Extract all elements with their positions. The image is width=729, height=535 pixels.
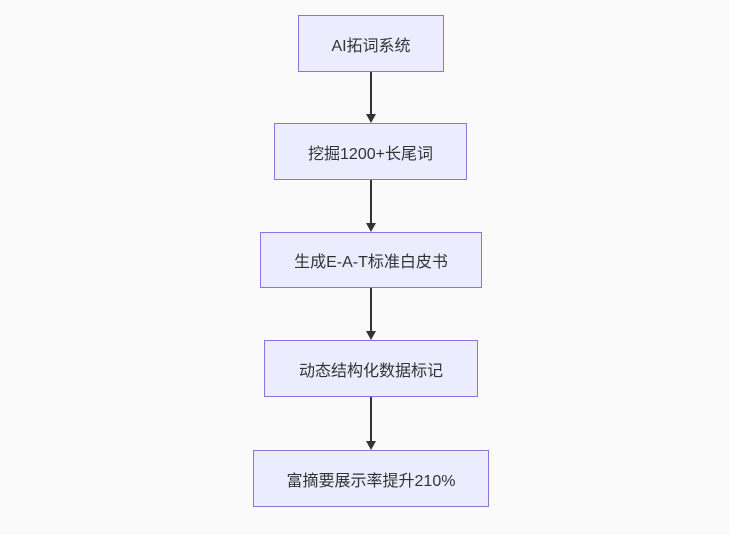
- flow-node-label: AI拓词系统: [331, 37, 411, 55]
- flow-node-label: 富摘要展示率提升210%: [286, 472, 456, 490]
- flow-edge: [365, 72, 377, 123]
- arrow-line: [370, 288, 372, 334]
- flow-edge: [365, 288, 377, 340]
- flow-node-dynamic-structured-data-markup: 动态结构化数据标记: [264, 340, 478, 397]
- flow-node-label: 生成E-A-T标准白皮书: [294, 254, 448, 271]
- arrowhead-down-icon: [366, 441, 376, 450]
- flow-node-label: 动态结构化数据标记: [298, 362, 443, 380]
- flow-edge: [365, 397, 377, 450]
- flow-node-mine-longtail-keywords: 挖掘1200+长尾词: [274, 123, 467, 180]
- arrowhead-down-icon: [366, 331, 376, 340]
- flow-node-generate-eat-whitepaper: 生成E-A-T标准白皮书: [260, 232, 482, 288]
- flow-node-label: 挖掘1200+长尾词: [308, 145, 433, 163]
- arrowhead-down-icon: [366, 223, 376, 232]
- arrow-line: [370, 397, 372, 444]
- arrow-line: [370, 72, 372, 117]
- arrow-line: [370, 180, 372, 226]
- flow-node-ai-word-expansion-system: AI拓词系统: [298, 15, 444, 72]
- arrowhead-down-icon: [366, 114, 376, 123]
- flow-node-rich-snippet-rate-increase: 富摘要展示率提升210%: [253, 450, 489, 507]
- flow-edge: [365, 180, 377, 232]
